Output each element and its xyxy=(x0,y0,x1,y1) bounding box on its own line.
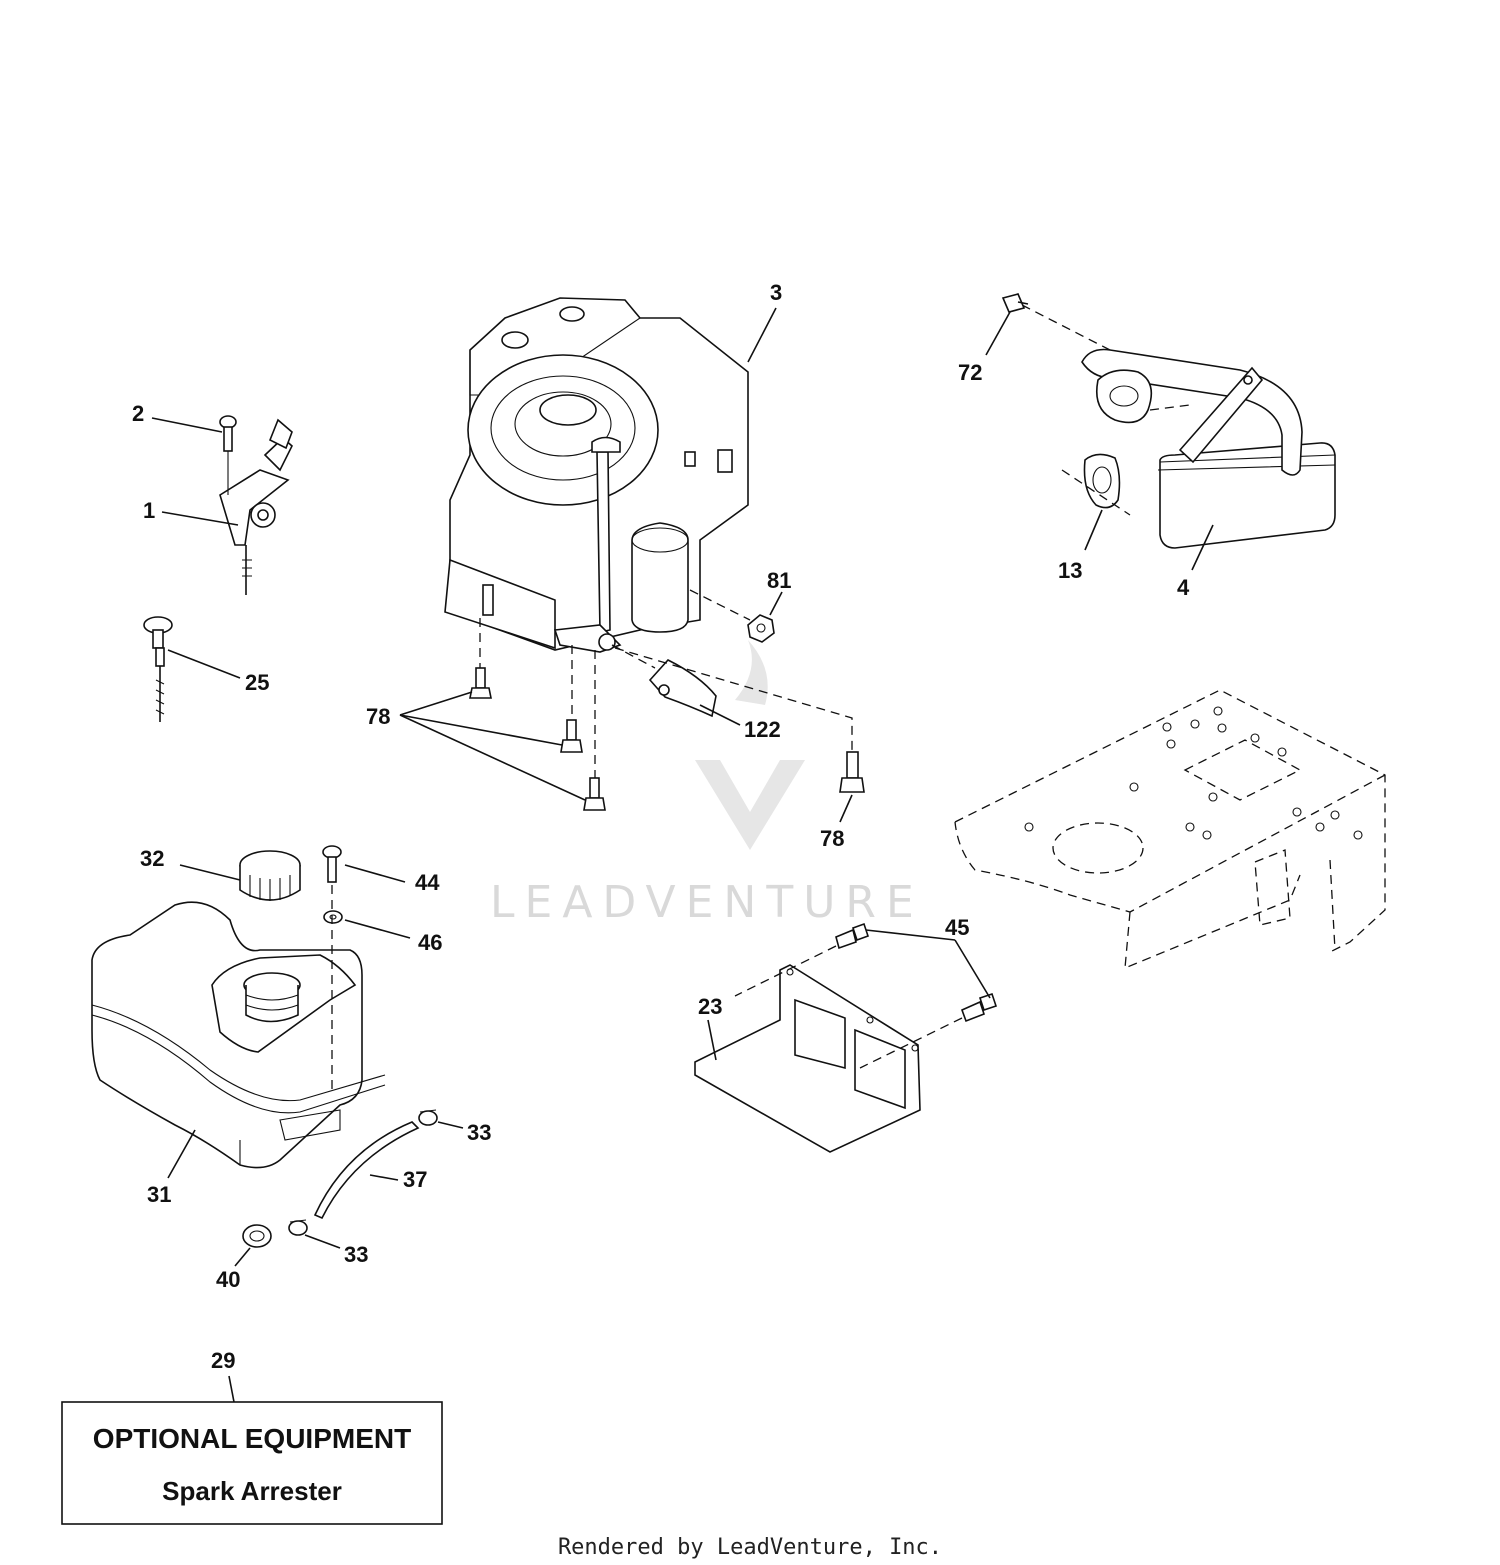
bushing-part[interactable] xyxy=(242,1224,272,1248)
callout-3: 3 xyxy=(770,280,782,305)
fuel-line-part[interactable] xyxy=(313,1121,420,1220)
callout-33: 33 xyxy=(344,1242,368,1267)
choke-cable-part[interactable] xyxy=(143,616,173,722)
bolt-part[interactable] xyxy=(1001,293,1029,313)
callout-29: 29 xyxy=(211,1348,235,1373)
callout-13: 13 xyxy=(1058,558,1082,583)
watermark-text: LEADVENTURE xyxy=(490,877,924,928)
optional-equipment-subtitle: Spark Arrester xyxy=(162,1476,342,1506)
callout-81: 81 xyxy=(767,568,791,593)
optional-equipment-title: OPTIONAL EQUIPMENT xyxy=(93,1423,411,1454)
engine-bolt-part[interactable] xyxy=(469,667,492,699)
engine-shield-part[interactable] xyxy=(694,964,921,1153)
callout-78: 78 xyxy=(820,826,844,851)
callout-122: 122 xyxy=(744,717,781,742)
callout-46: 46 xyxy=(418,930,442,955)
shield-screw-part[interactable] xyxy=(835,922,870,950)
callout-40: 40 xyxy=(216,1267,240,1292)
engine-part[interactable] xyxy=(444,297,749,653)
callout-1: 1 xyxy=(143,498,155,523)
washer-part[interactable] xyxy=(323,910,343,924)
exhaust-gasket-part[interactable] xyxy=(1096,369,1153,424)
callout-78: 78 xyxy=(366,704,390,729)
fuel-cap-part[interactable] xyxy=(239,850,301,901)
watermark: LEADVENTURE xyxy=(490,640,924,928)
screw-part[interactable] xyxy=(219,415,237,495)
nut-part[interactable] xyxy=(747,614,775,643)
hose-clamp-part[interactable] xyxy=(288,1219,308,1236)
callout-44: 44 xyxy=(415,870,440,895)
footer-credit: Rendered by LeadVenture, Inc. xyxy=(558,1535,942,1560)
tank-screw-part[interactable] xyxy=(322,845,342,883)
callout-72: 72 xyxy=(958,360,982,385)
callout-45: 45 xyxy=(945,915,969,940)
engine-bolt-part[interactable] xyxy=(839,751,865,793)
shield-screw-part[interactable] xyxy=(960,992,998,1023)
hose-clamp-part[interactable] xyxy=(418,1109,438,1126)
fuel-tank-part[interactable] xyxy=(91,901,386,1169)
callout-4: 4 xyxy=(1177,575,1190,600)
callout-25: 25 xyxy=(245,670,269,695)
engine-bolt-part[interactable] xyxy=(583,777,606,811)
callout-31: 31 xyxy=(147,1182,171,1207)
callout-37: 37 xyxy=(403,1167,427,1192)
throttle-control-part[interactable] xyxy=(219,418,293,595)
gasket-part[interactable] xyxy=(1083,453,1121,509)
watermark-logo-icon xyxy=(695,640,805,850)
frame-outline xyxy=(954,689,1386,970)
optional-equipment-box[interactable]: OPTIONAL EQUIPMENT Spark Arrester xyxy=(61,1401,443,1525)
callout-33: 33 xyxy=(467,1120,491,1145)
heat-shield-part[interactable] xyxy=(648,659,717,718)
callout-32: 32 xyxy=(140,846,164,871)
engine-bolt-part[interactable] xyxy=(560,719,583,753)
callout-2: 2 xyxy=(132,401,144,426)
callout-23: 23 xyxy=(698,994,722,1019)
